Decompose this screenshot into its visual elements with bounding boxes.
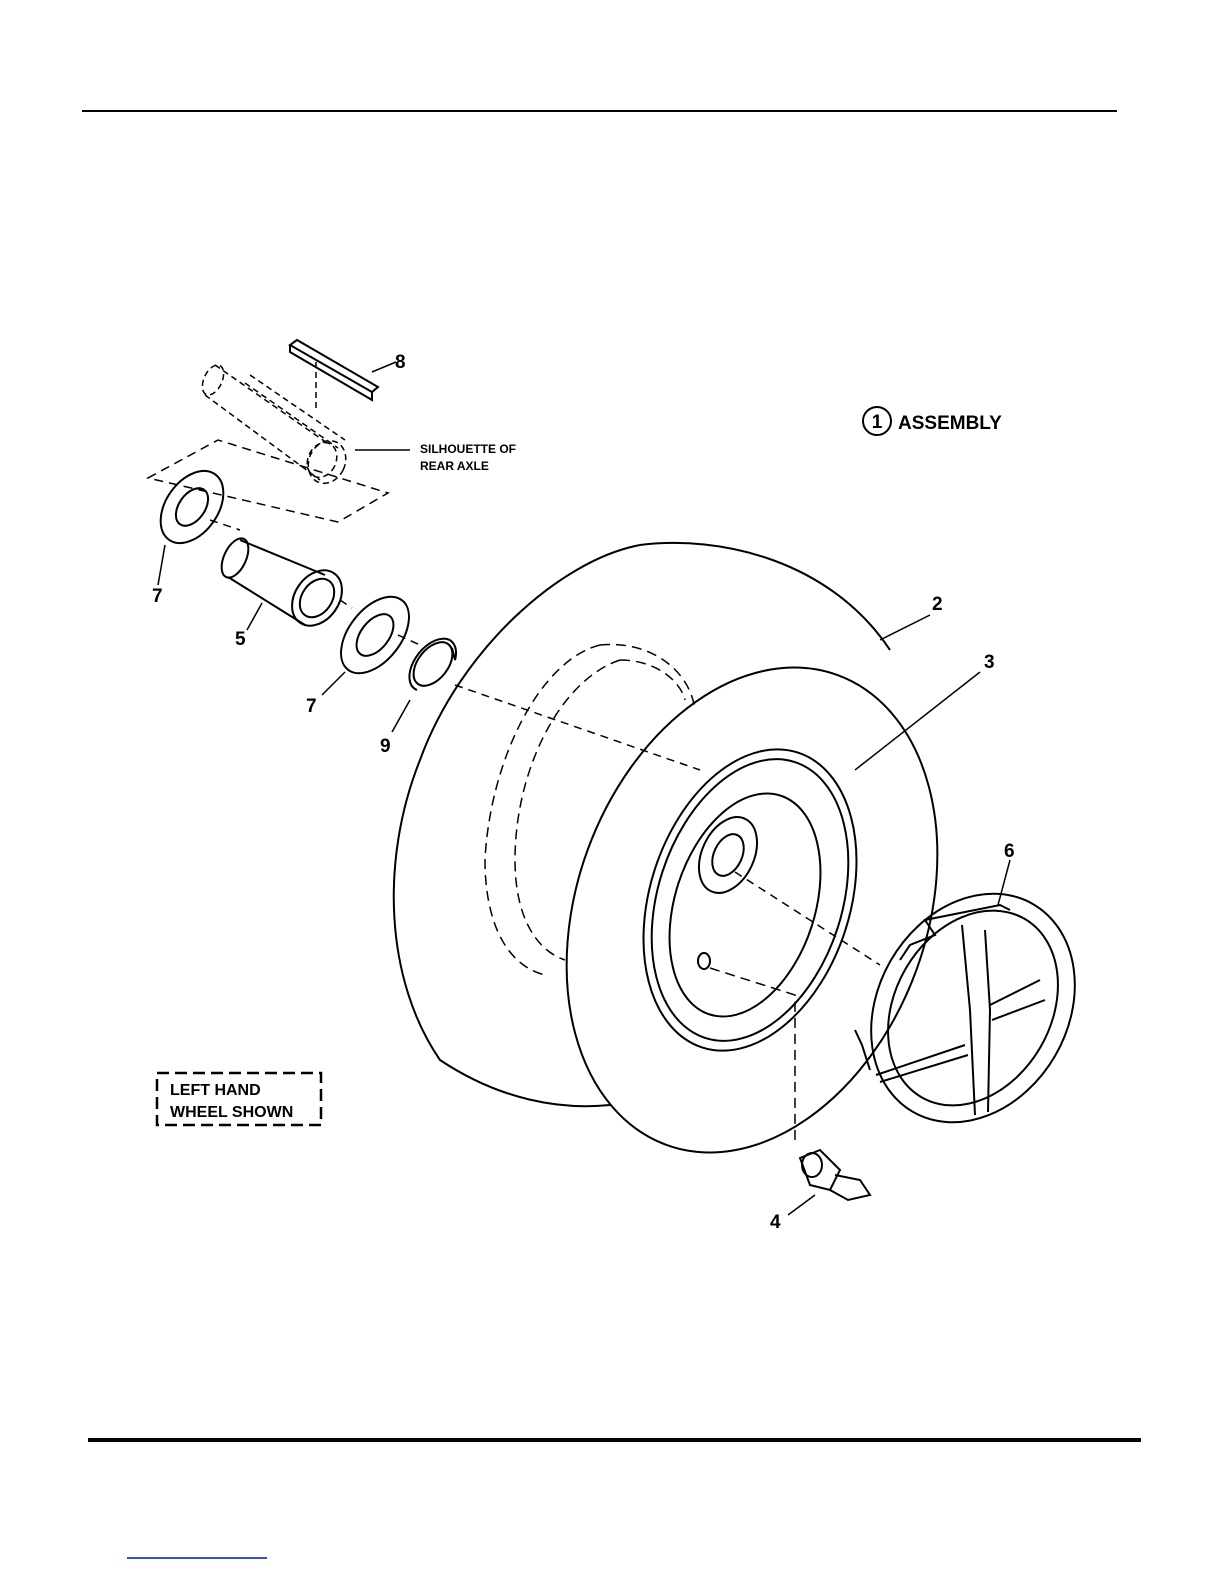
tire xyxy=(394,543,1002,1205)
spacer-tube xyxy=(216,534,352,635)
note-line1: LEFT HAND xyxy=(170,1082,261,1099)
callout-8: 8 xyxy=(395,352,406,373)
assembly-title: ASSEMBLY xyxy=(898,413,1002,434)
footer-link-underline[interactable] xyxy=(127,1557,267,1559)
note-line2: WHEEL SHOWN xyxy=(170,1104,293,1121)
callout-6: 6 xyxy=(1004,841,1015,862)
hub-cap xyxy=(831,857,1116,1160)
valve-stem xyxy=(800,1150,870,1200)
key-part xyxy=(290,340,378,400)
hidden-rim xyxy=(485,644,695,975)
axle-label-line2: REAR AXLE xyxy=(420,459,489,473)
rear-axle-silhouette xyxy=(198,362,353,490)
callout-3: 3 xyxy=(984,652,995,673)
axle-label-line1: SILHOUETTE OF xyxy=(420,442,516,456)
footer-rule xyxy=(88,1438,1141,1442)
assembly-number: 1 xyxy=(872,412,883,433)
washer-lower xyxy=(327,584,422,685)
callout-7-upper: 7 xyxy=(152,586,163,607)
assembly-label: 1 ASSEMBLY xyxy=(863,407,1002,435)
callout-2: 2 xyxy=(932,594,943,615)
callout-9: 9 xyxy=(380,736,391,757)
callout-5: 5 xyxy=(235,629,246,650)
callout-4: 4 xyxy=(770,1212,781,1233)
axle-boundary xyxy=(148,440,388,522)
retaining-ring xyxy=(406,635,460,693)
callout-7-lower: 7 xyxy=(306,696,317,717)
rim xyxy=(607,722,893,1079)
washer-upper xyxy=(148,459,236,554)
